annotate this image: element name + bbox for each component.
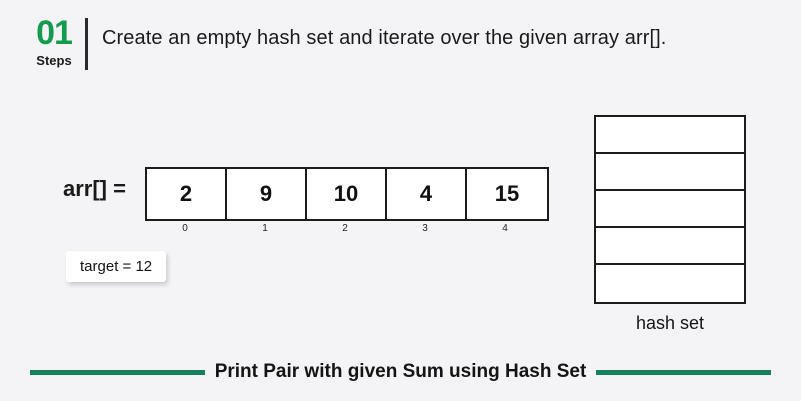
array-index: 4 (502, 223, 508, 234)
array-visualization: 2 9 10 4 15 0 1 2 3 4 (145, 167, 549, 234)
header: 01 Steps Create an empty hash set and it… (0, 0, 801, 92)
array-cell: 9 (227, 169, 307, 219)
array-cell: 15 (467, 169, 547, 219)
hash-set-visualization: hash set (594, 115, 746, 334)
hash-set-box (594, 115, 746, 304)
array-index: 2 (342, 223, 348, 234)
array-indices: 0 1 2 3 4 (145, 223, 549, 234)
array-index: 3 (422, 223, 428, 234)
array-cell: 4 (387, 169, 467, 219)
hash-set-row (596, 228, 744, 265)
hash-set-row (596, 265, 744, 302)
array-cell: 10 (307, 169, 387, 219)
hash-set-caption: hash set (635, 313, 705, 333)
array-cells: 2 9 10 4 15 (145, 167, 549, 221)
hash-set-row (596, 117, 744, 154)
footer-rule-right (596, 369, 771, 375)
footer-title: Print Pair with given Sum using Hash Set (214, 361, 587, 382)
footer-rule-left (30, 369, 205, 375)
page-title: Create an empty hash set and iterate ove… (102, 27, 667, 49)
array-index: 0 (182, 223, 188, 234)
hash-set-row (596, 191, 744, 228)
hash-set-row (596, 154, 744, 191)
header-divider (85, 18, 88, 70)
step-number: 01 (36, 14, 73, 52)
array-index: 1 (262, 223, 268, 234)
footer: Print Pair with given Sum using Hash Set (0, 355, 801, 389)
target-chip: target = 12 (66, 251, 167, 282)
step-caption: Steps (36, 53, 72, 68)
array-label: arr[] = (63, 176, 126, 201)
step-badge: 01 Steps (26, 16, 82, 67)
array-cell: 2 (147, 169, 227, 219)
